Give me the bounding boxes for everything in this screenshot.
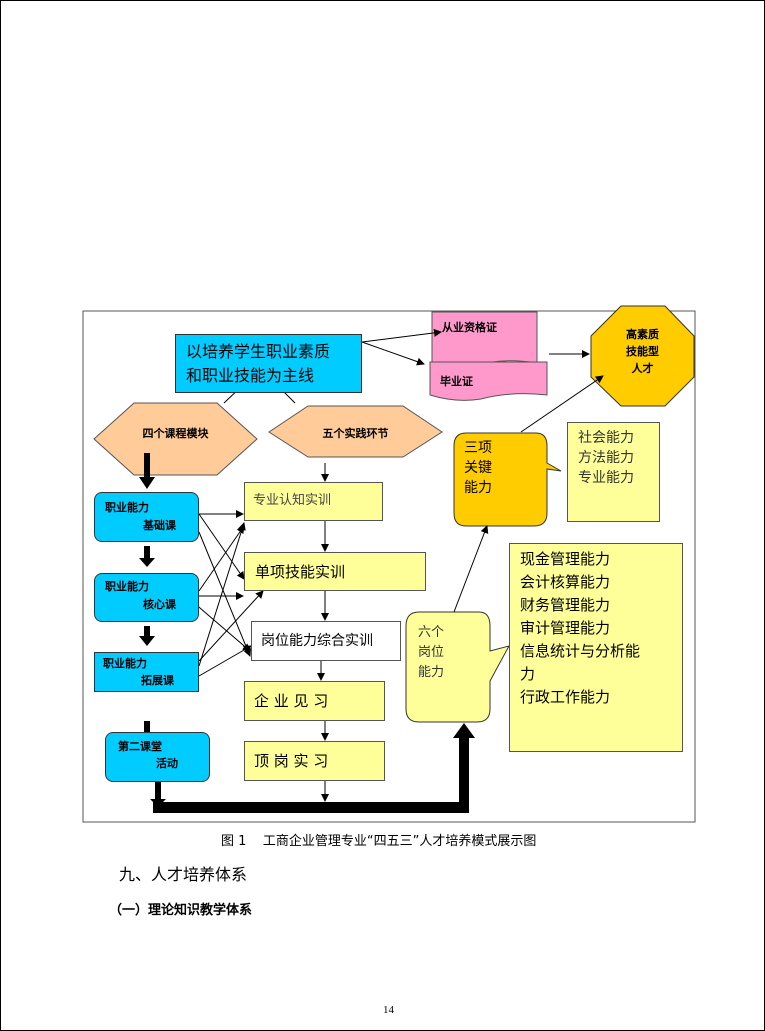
ability-item: 会计核算能力	[520, 573, 611, 591]
practice-cognition-box: 专业认知实训	[244, 482, 383, 521]
job-abilities-box: 现金管理能力 会计核算能力 财务管理能力 审计管理能力 信息统计与分析能 力 行…	[509, 543, 683, 752]
callout-line: 能力	[464, 480, 492, 496]
course-line: 基础课	[143, 519, 176, 532]
section-heading: 九、人才培养体系	[119, 865, 248, 884]
practice-single-skill-box: 单项技能实训	[244, 552, 426, 591]
main-line-box: 以培养学生职业素质 和职业技能为主线	[175, 334, 362, 393]
practice-hexagon	[268, 405, 443, 458]
ability-item: 现金管理能力	[520, 550, 611, 568]
thick-arrows	[139, 453, 475, 813]
course-line: 职业能力	[105, 501, 149, 514]
ability-item: 审计管理能力	[520, 619, 611, 637]
callout-line: 三项	[464, 440, 492, 456]
key-abilities-callout-text: 三项 关键 能力	[464, 438, 492, 498]
practice-hex-label: 五个实践环节	[322, 427, 389, 440]
key-abilities-callout-shape	[453, 432, 562, 527]
cert-graduation-label: 毕业证	[440, 375, 473, 388]
ability-item: 信息统计与分析能	[520, 642, 641, 660]
flow-arrows	[192, 328, 604, 802]
diagram-frame	[82, 310, 696, 823]
talent-line: 人才	[631, 362, 654, 375]
ability-item: 方法能力	[578, 450, 634, 466]
course-line: 第二课堂	[118, 740, 162, 753]
talent-label: 高素质 技能型 人才	[591, 326, 694, 377]
cert-graduation-shape	[429, 361, 548, 401]
key-abilities-box: 社会能力 方法能力 专业能力	[567, 422, 660, 522]
job-abilities-callout-shape	[405, 611, 510, 723]
talent-line: 高素质	[626, 328, 659, 341]
ability-item: 行政工作能力	[520, 688, 611, 706]
talent-line: 技能型	[626, 345, 659, 358]
practice-comprehensive-box: 岗位能力综合实训	[251, 621, 401, 661]
main-line-text-1: 以培养学生职业素质	[186, 342, 331, 361]
course-line: 拓展课	[141, 674, 174, 687]
ability-item: 专业能力	[578, 470, 634, 486]
course-core-box: 职业能力 核心课	[94, 573, 199, 622]
practice-placement-box: 顶 岗 实 习	[244, 741, 385, 781]
course-line: 活动	[156, 757, 178, 770]
ability-item: 财务管理能力	[520, 596, 611, 614]
ability-item: 力	[520, 665, 536, 683]
course-basic-box: 职业能力 基础课	[94, 492, 199, 542]
course-extension-box: 职业能力 拓展课	[94, 652, 199, 692]
page-number: 14	[383, 1004, 394, 1016]
callout-line: 关键	[464, 460, 492, 476]
ability-item: 社会能力	[578, 430, 634, 446]
course-line: 职业能力	[103, 657, 147, 670]
practice-internship-visit-box: 企 业 见 习	[244, 681, 385, 721]
job-abilities-callout-text: 六个 岗位 能力	[418, 623, 444, 683]
course-line: 职业能力	[105, 580, 149, 593]
modules-hex-label: 四个课程模块	[142, 427, 209, 440]
figure-caption: 图 1 工商企业管理专业“四五三”人才培养模式展示图	[221, 834, 537, 849]
modules-hexagon	[93, 402, 258, 476]
callout-line: 能力	[418, 665, 445, 680]
callout-line: 六个	[418, 625, 445, 640]
callout-line: 岗位	[418, 645, 445, 660]
main-line-text-2: 和职业技能为主线	[186, 366, 315, 385]
subsection-heading: （一）理论知识教学体系	[109, 903, 253, 918]
course-line: 核心课	[143, 598, 176, 611]
second-classroom-box: 第二课堂 活动	[105, 732, 210, 782]
talent-octagon	[590, 305, 695, 407]
cert-qualification-label: 从业资格证	[442, 321, 497, 334]
